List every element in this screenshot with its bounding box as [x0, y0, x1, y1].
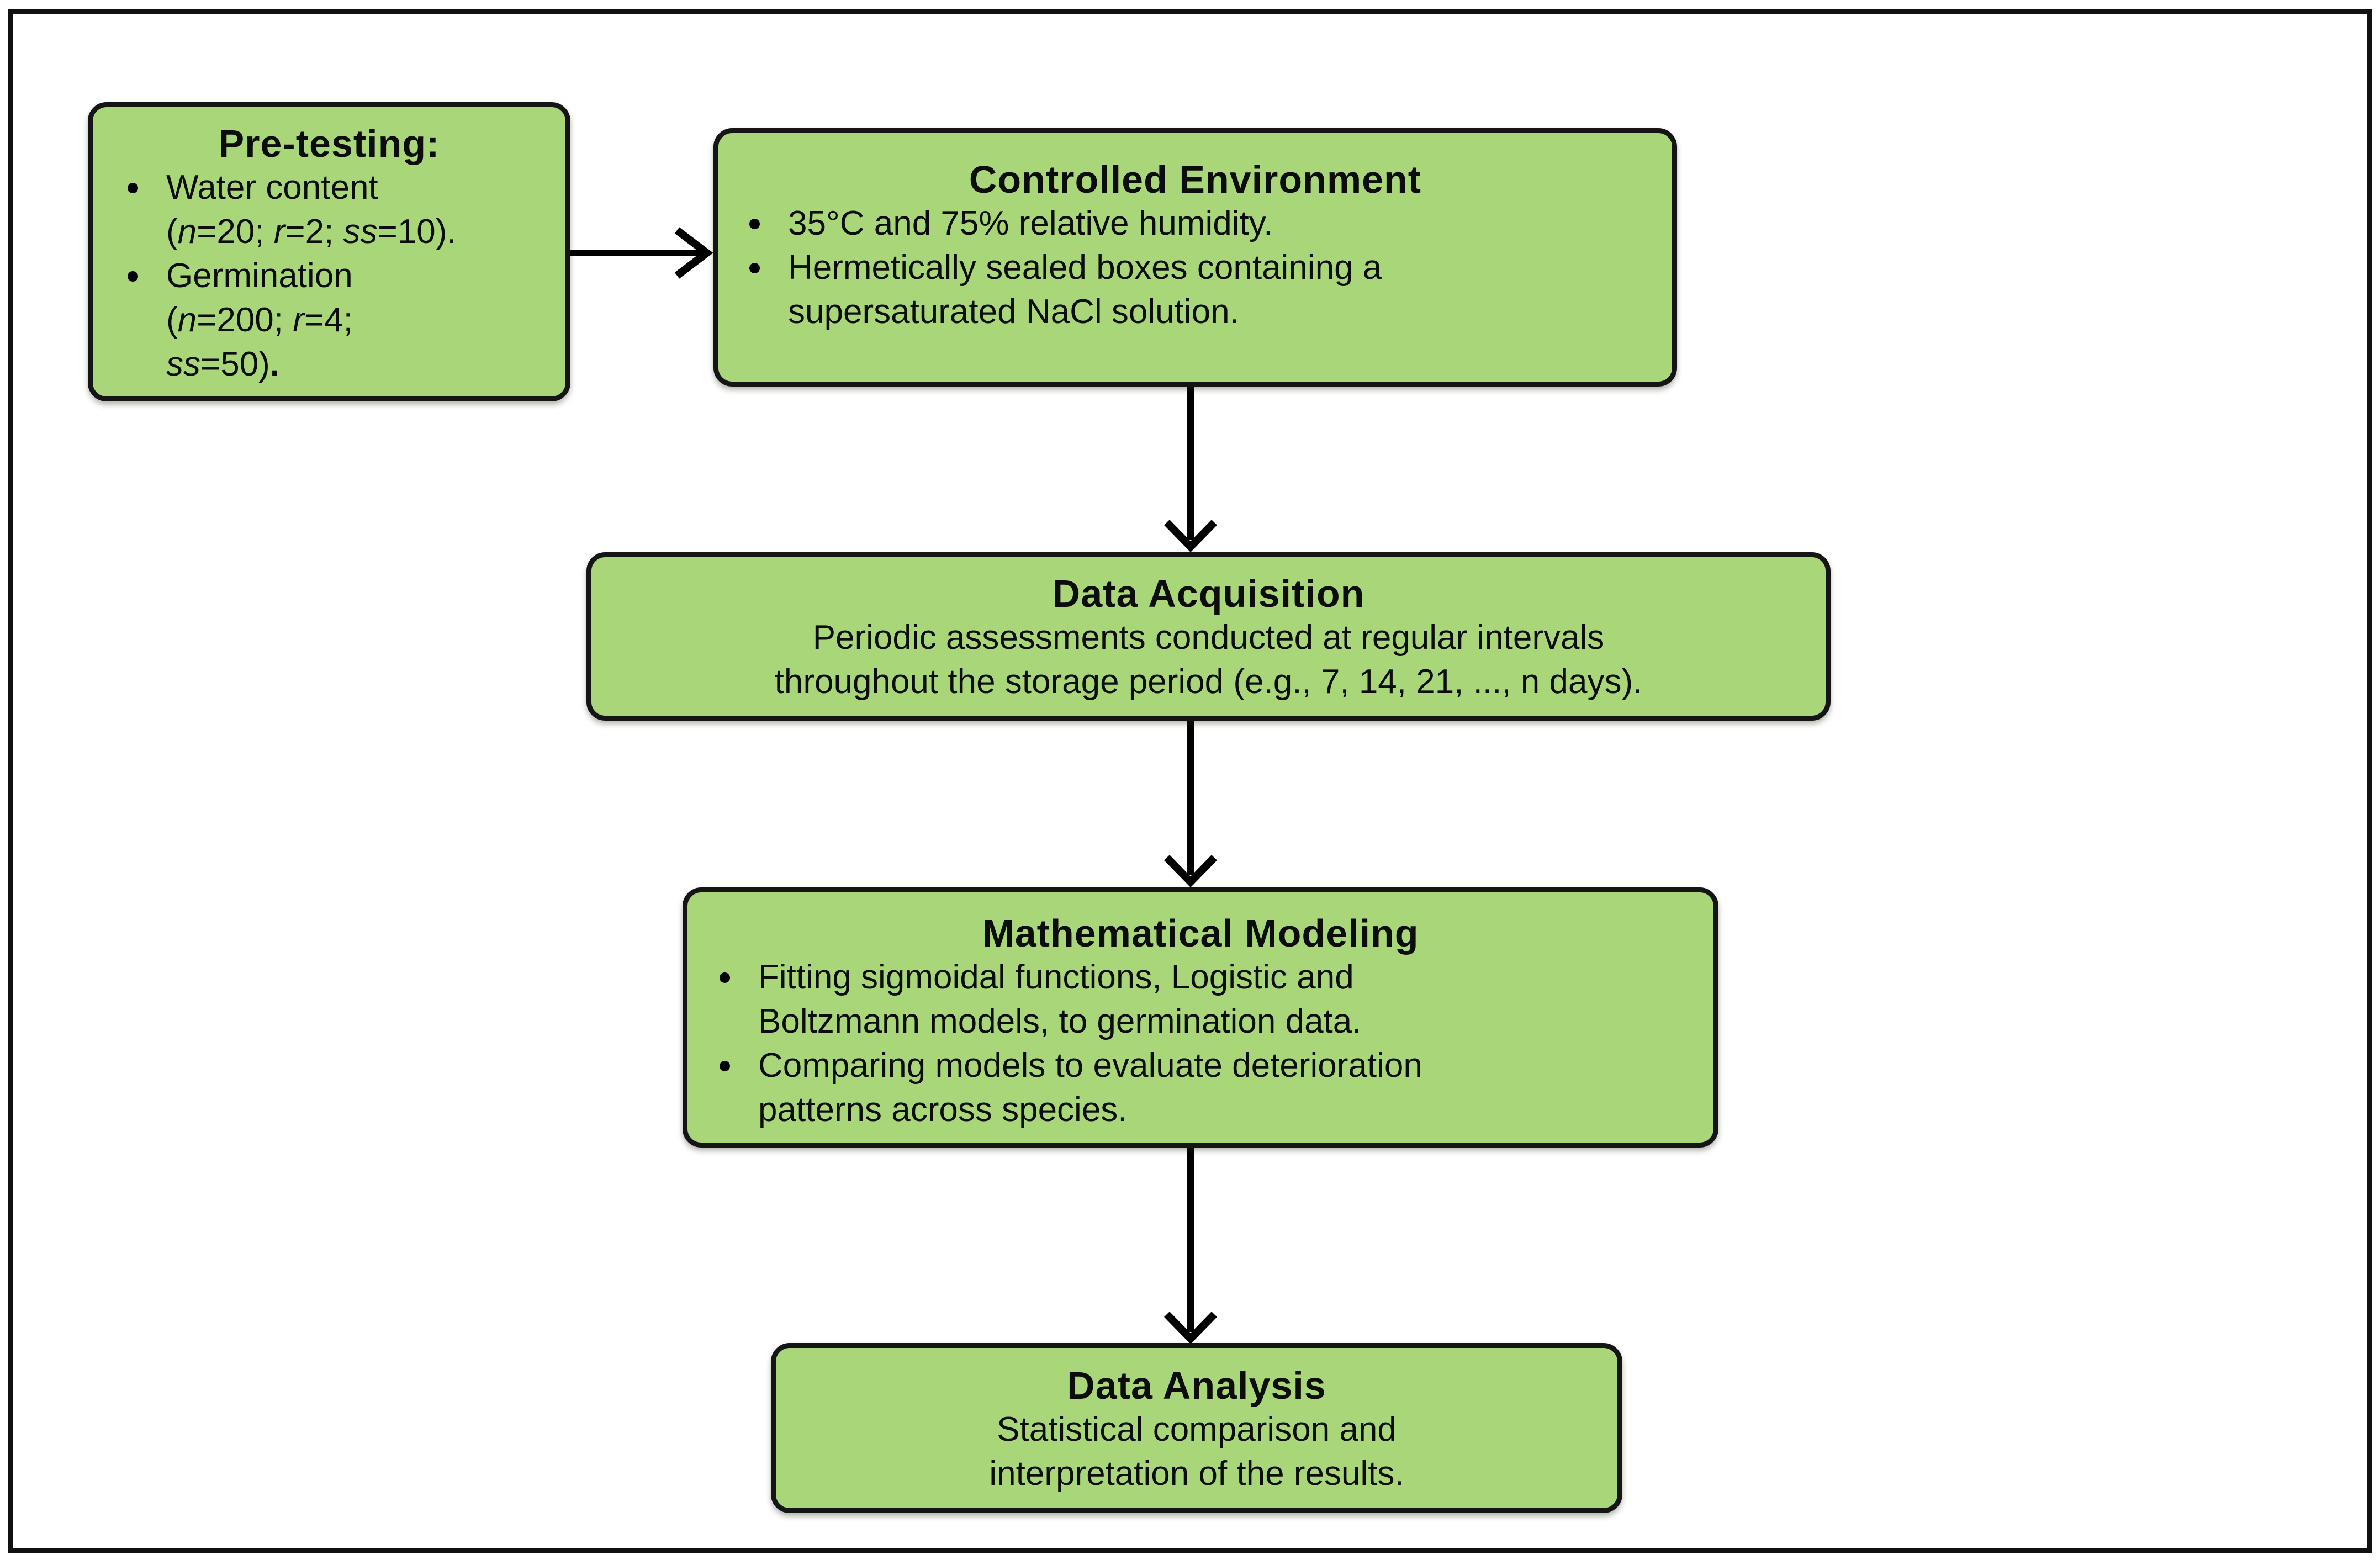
bullet-item: Comparing models to evaluate deteriorati… — [715, 1044, 1505, 1132]
box-controlled-environment-title: Controlled Environment — [969, 158, 1422, 201]
bullet-item: Hermetically sealed boxes containing a s… — [745, 246, 1551, 334]
bullet-item: 35°C and 75% relative humidity. — [745, 202, 1551, 246]
box-pre-testing: Pre-testing: Water content (n=20; r=2; s… — [88, 102, 570, 401]
box-data-analysis-body: Statistical comparison and interpretatio… — [989, 1410, 1404, 1493]
box-mathematical-modeling-bullets: Fitting sigmoidal functions, Logistic an… — [715, 955, 1505, 1132]
box-controlled-environment: Controlled Environment 35°C and 75% rela… — [713, 128, 1677, 387]
box-data-acquisition: Data Acquisition Periodic assessments co… — [586, 552, 1831, 721]
box-pre-testing-title: Pre-testing: — [218, 122, 440, 165]
box-data-analysis: Data Analysis Statistical comparison and… — [771, 1343, 1622, 1513]
bullet-item: Water content (n=20; r=2; ss=10). — [123, 166, 466, 254]
box-controlled-environment-bullets: 35°C and 75% relative humidity. Hermetic… — [745, 202, 1551, 334]
box-mathematical-modeling-title: Mathematical Modeling — [982, 912, 1419, 955]
box-data-analysis-title: Data Analysis — [1067, 1364, 1326, 1407]
bullet-item: Fitting sigmoidal functions, Logistic an… — [715, 955, 1505, 1044]
box-pre-testing-bullets: Water content (n=20; r=2; ss=10). Germin… — [123, 166, 466, 387]
box-mathematical-modeling: Mathematical Modeling Fitting sigmoidal … — [683, 887, 1718, 1148]
box-data-acquisition-body: Periodic assessments conducted at regula… — [774, 618, 1643, 701]
box-data-acquisition-title: Data Acquisition — [1052, 572, 1365, 615]
bullet-item: Germination (n=200; r=4; ss=50). — [123, 254, 466, 387]
